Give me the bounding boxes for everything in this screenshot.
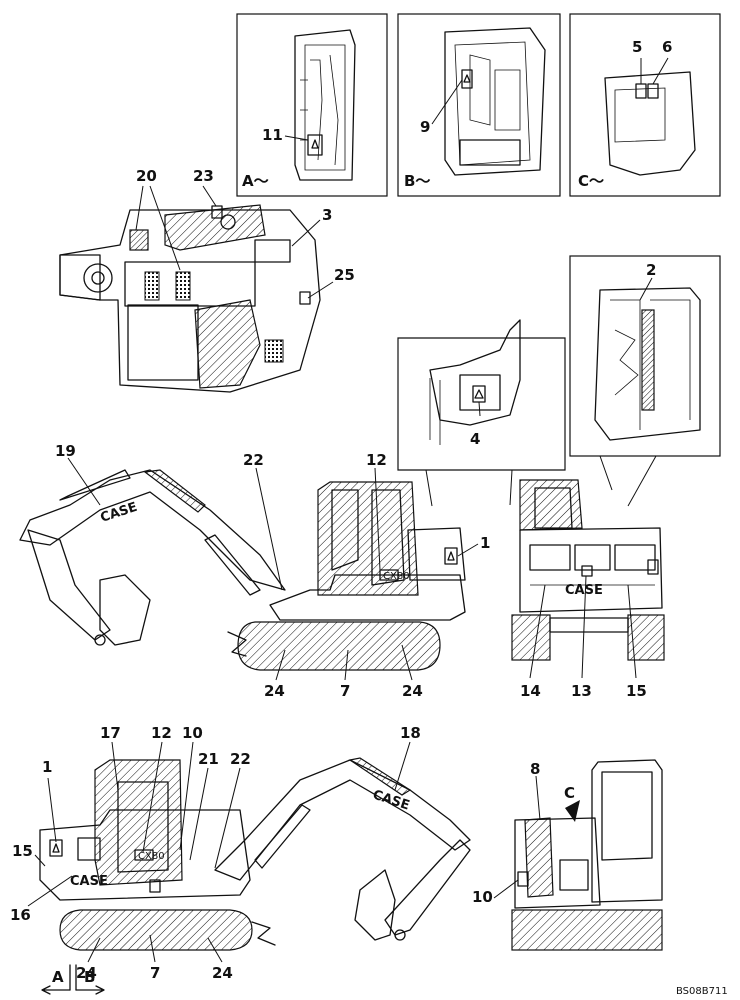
section-b-label: B xyxy=(84,968,95,986)
side-view-right: CX80 CASE 19 22 12 1 24 7 24 xyxy=(19,442,490,700)
left-cab-badge: CX80 xyxy=(138,851,165,862)
view-c-caption: C～ xyxy=(578,172,604,190)
callout-25: 25 xyxy=(334,266,355,284)
rear-logo: CASE xyxy=(565,583,603,598)
callout-23: 23 xyxy=(193,167,214,185)
view-a-caption: A～ xyxy=(242,172,269,190)
side-view-left: CX80 CASE CASE 1 17 12 10 21 22 xyxy=(10,724,471,982)
left-callout-17: 17 xyxy=(100,724,121,742)
callout-24: 24 xyxy=(264,682,285,700)
callout-5: 5 xyxy=(632,38,642,56)
callout-22: 22 xyxy=(243,451,264,469)
left-callout-21: 21 xyxy=(198,750,219,768)
left-callout-10: 10 xyxy=(182,724,203,742)
callout-14: 14 xyxy=(520,682,541,700)
callout-6: 6 xyxy=(662,38,672,56)
callout-7: 7 xyxy=(340,682,350,700)
left-callout-1: 1 xyxy=(42,758,52,776)
view-b-caption: B～ xyxy=(404,172,430,190)
top-view: 20 23 3 25 xyxy=(59,167,355,393)
left-callout-24: 24 xyxy=(76,964,97,982)
left-callout-16: 16 xyxy=(10,906,31,924)
callout-9: 9 xyxy=(420,118,430,136)
inset-valve: 4 xyxy=(397,319,566,507)
section-a-label: A xyxy=(52,968,64,986)
callout-4: 4 xyxy=(470,430,480,448)
callout-12: 12 xyxy=(366,451,387,469)
view-c-arrow-label: C xyxy=(564,784,575,802)
cab-badge: CX80 xyxy=(383,571,410,582)
rear-view: CASE 14 13 15 xyxy=(511,479,665,700)
callout-11: 11 xyxy=(262,126,283,144)
callout-13: 13 xyxy=(571,682,592,700)
detail-view-b: 9 B～ xyxy=(397,13,561,197)
left-callout-12: 12 xyxy=(151,724,172,742)
detail-view-c: 5 6 C～ xyxy=(569,13,721,197)
left-callout-7: 7 xyxy=(150,964,160,982)
left-callout-18: 18 xyxy=(400,724,421,742)
section-arrows: A B xyxy=(41,964,105,995)
callout-24-b: 24 xyxy=(402,682,423,700)
front-view: 8 C 10 xyxy=(472,759,663,951)
callout-19: 19 xyxy=(55,442,76,460)
front-callout-8: 8 xyxy=(530,760,540,778)
left-callout-24-b: 24 xyxy=(212,964,233,982)
detail-view-a: 11 A～ xyxy=(236,13,388,197)
callout-20: 20 xyxy=(136,167,157,185)
callout-3: 3 xyxy=(322,206,332,224)
drawing-code: BS08B711 xyxy=(676,986,728,997)
left-callout-22: 22 xyxy=(230,750,251,768)
inset-engine: 2 xyxy=(569,255,721,507)
left-callout-15: 15 xyxy=(12,842,33,860)
front-callout-10: 10 xyxy=(472,888,493,906)
callout-2: 2 xyxy=(646,261,656,279)
callout-15: 15 xyxy=(626,682,647,700)
left-body-logo: CASE xyxy=(70,874,108,889)
callout-1: 1 xyxy=(480,534,490,552)
